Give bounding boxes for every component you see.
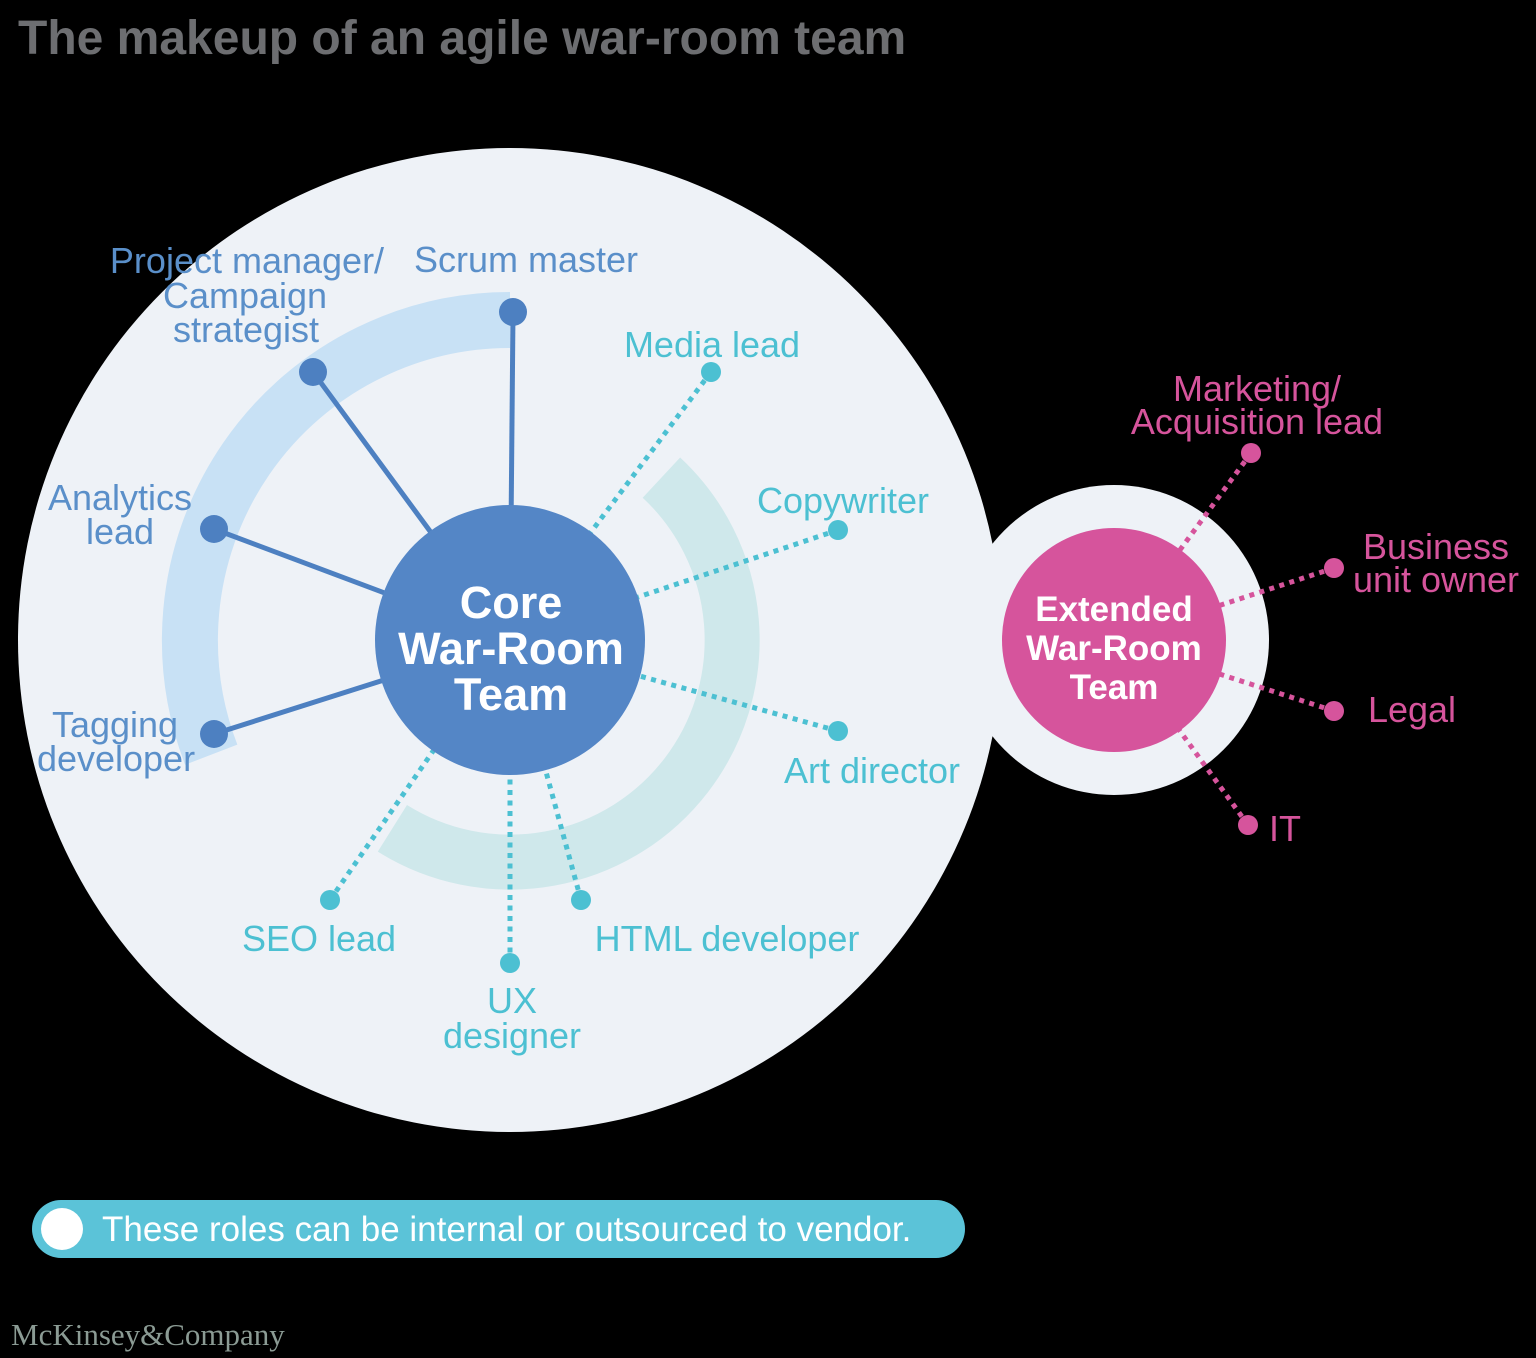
role-label-copywriter: Copywriter (757, 480, 929, 521)
role-label-art-director: Art director (784, 750, 960, 791)
node-dot-tagging-developer (200, 720, 228, 748)
extended-war-room-team-circle (1002, 528, 1226, 752)
footnote-bullet-icon (41, 1208, 83, 1250)
extended-team-label: Extended War-Room Team (1026, 590, 1202, 707)
role-label-tagging-developer: Tagging developer (37, 704, 195, 779)
svg-text:developer: developer (37, 738, 195, 779)
svg-text:Marketing/: Marketing/ (1173, 368, 1341, 409)
svg-text:lead: lead (86, 511, 154, 552)
svg-text:UX: UX (487, 980, 537, 1021)
node-dot-it (1238, 815, 1258, 835)
node-dot-project-manager (299, 358, 327, 386)
page-title: The makeup of an agile war-room team (18, 12, 906, 65)
svg-text:Business: Business (1363, 526, 1509, 567)
node-dot-analytics-lead (200, 515, 228, 543)
svg-text:Project manager/: Project manager/ (110, 240, 384, 281)
mckinsey-logo: McKinsey&Company (11, 1317, 285, 1352)
node-dot-art-director (828, 721, 848, 741)
footnote-pill: These roles can be internal or outsource… (32, 1200, 965, 1258)
node-dot-html-developer (571, 890, 591, 910)
svg-text:Team: Team (454, 669, 568, 720)
node-dot-seo-lead (320, 890, 340, 910)
spoke-line-media-lead (508, 370, 713, 642)
svg-text:Extended: Extended (1035, 590, 1193, 629)
svg-text:Analytics: Analytics (48, 477, 192, 518)
svg-text:Team: Team (1070, 668, 1159, 707)
node-dot-legal (1324, 701, 1344, 721)
role-label-it: IT (1269, 808, 1301, 849)
svg-text:Tagging: Tagging (52, 704, 178, 745)
svg-text:unit owner: unit owner (1353, 559, 1519, 600)
svg-text:designer: designer (443, 1015, 581, 1056)
svg-text:War-Room: War-Room (1026, 629, 1202, 668)
node-dot-business-unit-owner (1324, 558, 1344, 578)
role-label-scrum-master: Scrum master (414, 239, 638, 280)
role-label-html-developer: HTML developer (595, 918, 860, 959)
core-team-label: Core War-Room Team (398, 577, 624, 720)
footnote-text: These roles can be internal or outsource… (102, 1210, 911, 1249)
node-dot-copywriter (828, 520, 848, 540)
core-solid-roles-arc-band (161, 292, 511, 765)
role-label-ux-designer: UX designer (443, 980, 581, 1056)
svg-text:Acquisition lead: Acquisition lead (1131, 401, 1383, 442)
node-dot-media-lead (701, 362, 721, 382)
role-label-analytics-lead: Analytics lead (48, 477, 192, 552)
role-label-media-lead: Media lead (624, 324, 800, 365)
role-label-project-manager: Project manager/ Campaign strategist (110, 240, 384, 350)
role-label-legal: Legal (1368, 689, 1456, 730)
core-war-room-team-circle (375, 505, 645, 775)
footnote-pill-background (32, 1200, 965, 1258)
svg-text:Core: Core (460, 577, 563, 628)
svg-text:War-Room: War-Room (398, 623, 624, 674)
svg-text:Campaign: Campaign (163, 275, 327, 316)
node-dot-ux-designer (500, 953, 520, 973)
role-label-business-unit-owner: Business unit owner (1353, 526, 1519, 600)
node-dot-scrum-master (499, 298, 527, 326)
role-label-seo-lead: SEO lead (242, 918, 396, 959)
svg-text:strategist: strategist (173, 309, 319, 350)
role-label-marketing-acquisition-lead: Marketing/ Acquisition lead (1131, 368, 1383, 442)
core-dotted-roles-arc-band (377, 457, 760, 890)
node-dot-marketing-acquisition-lead (1241, 443, 1261, 463)
